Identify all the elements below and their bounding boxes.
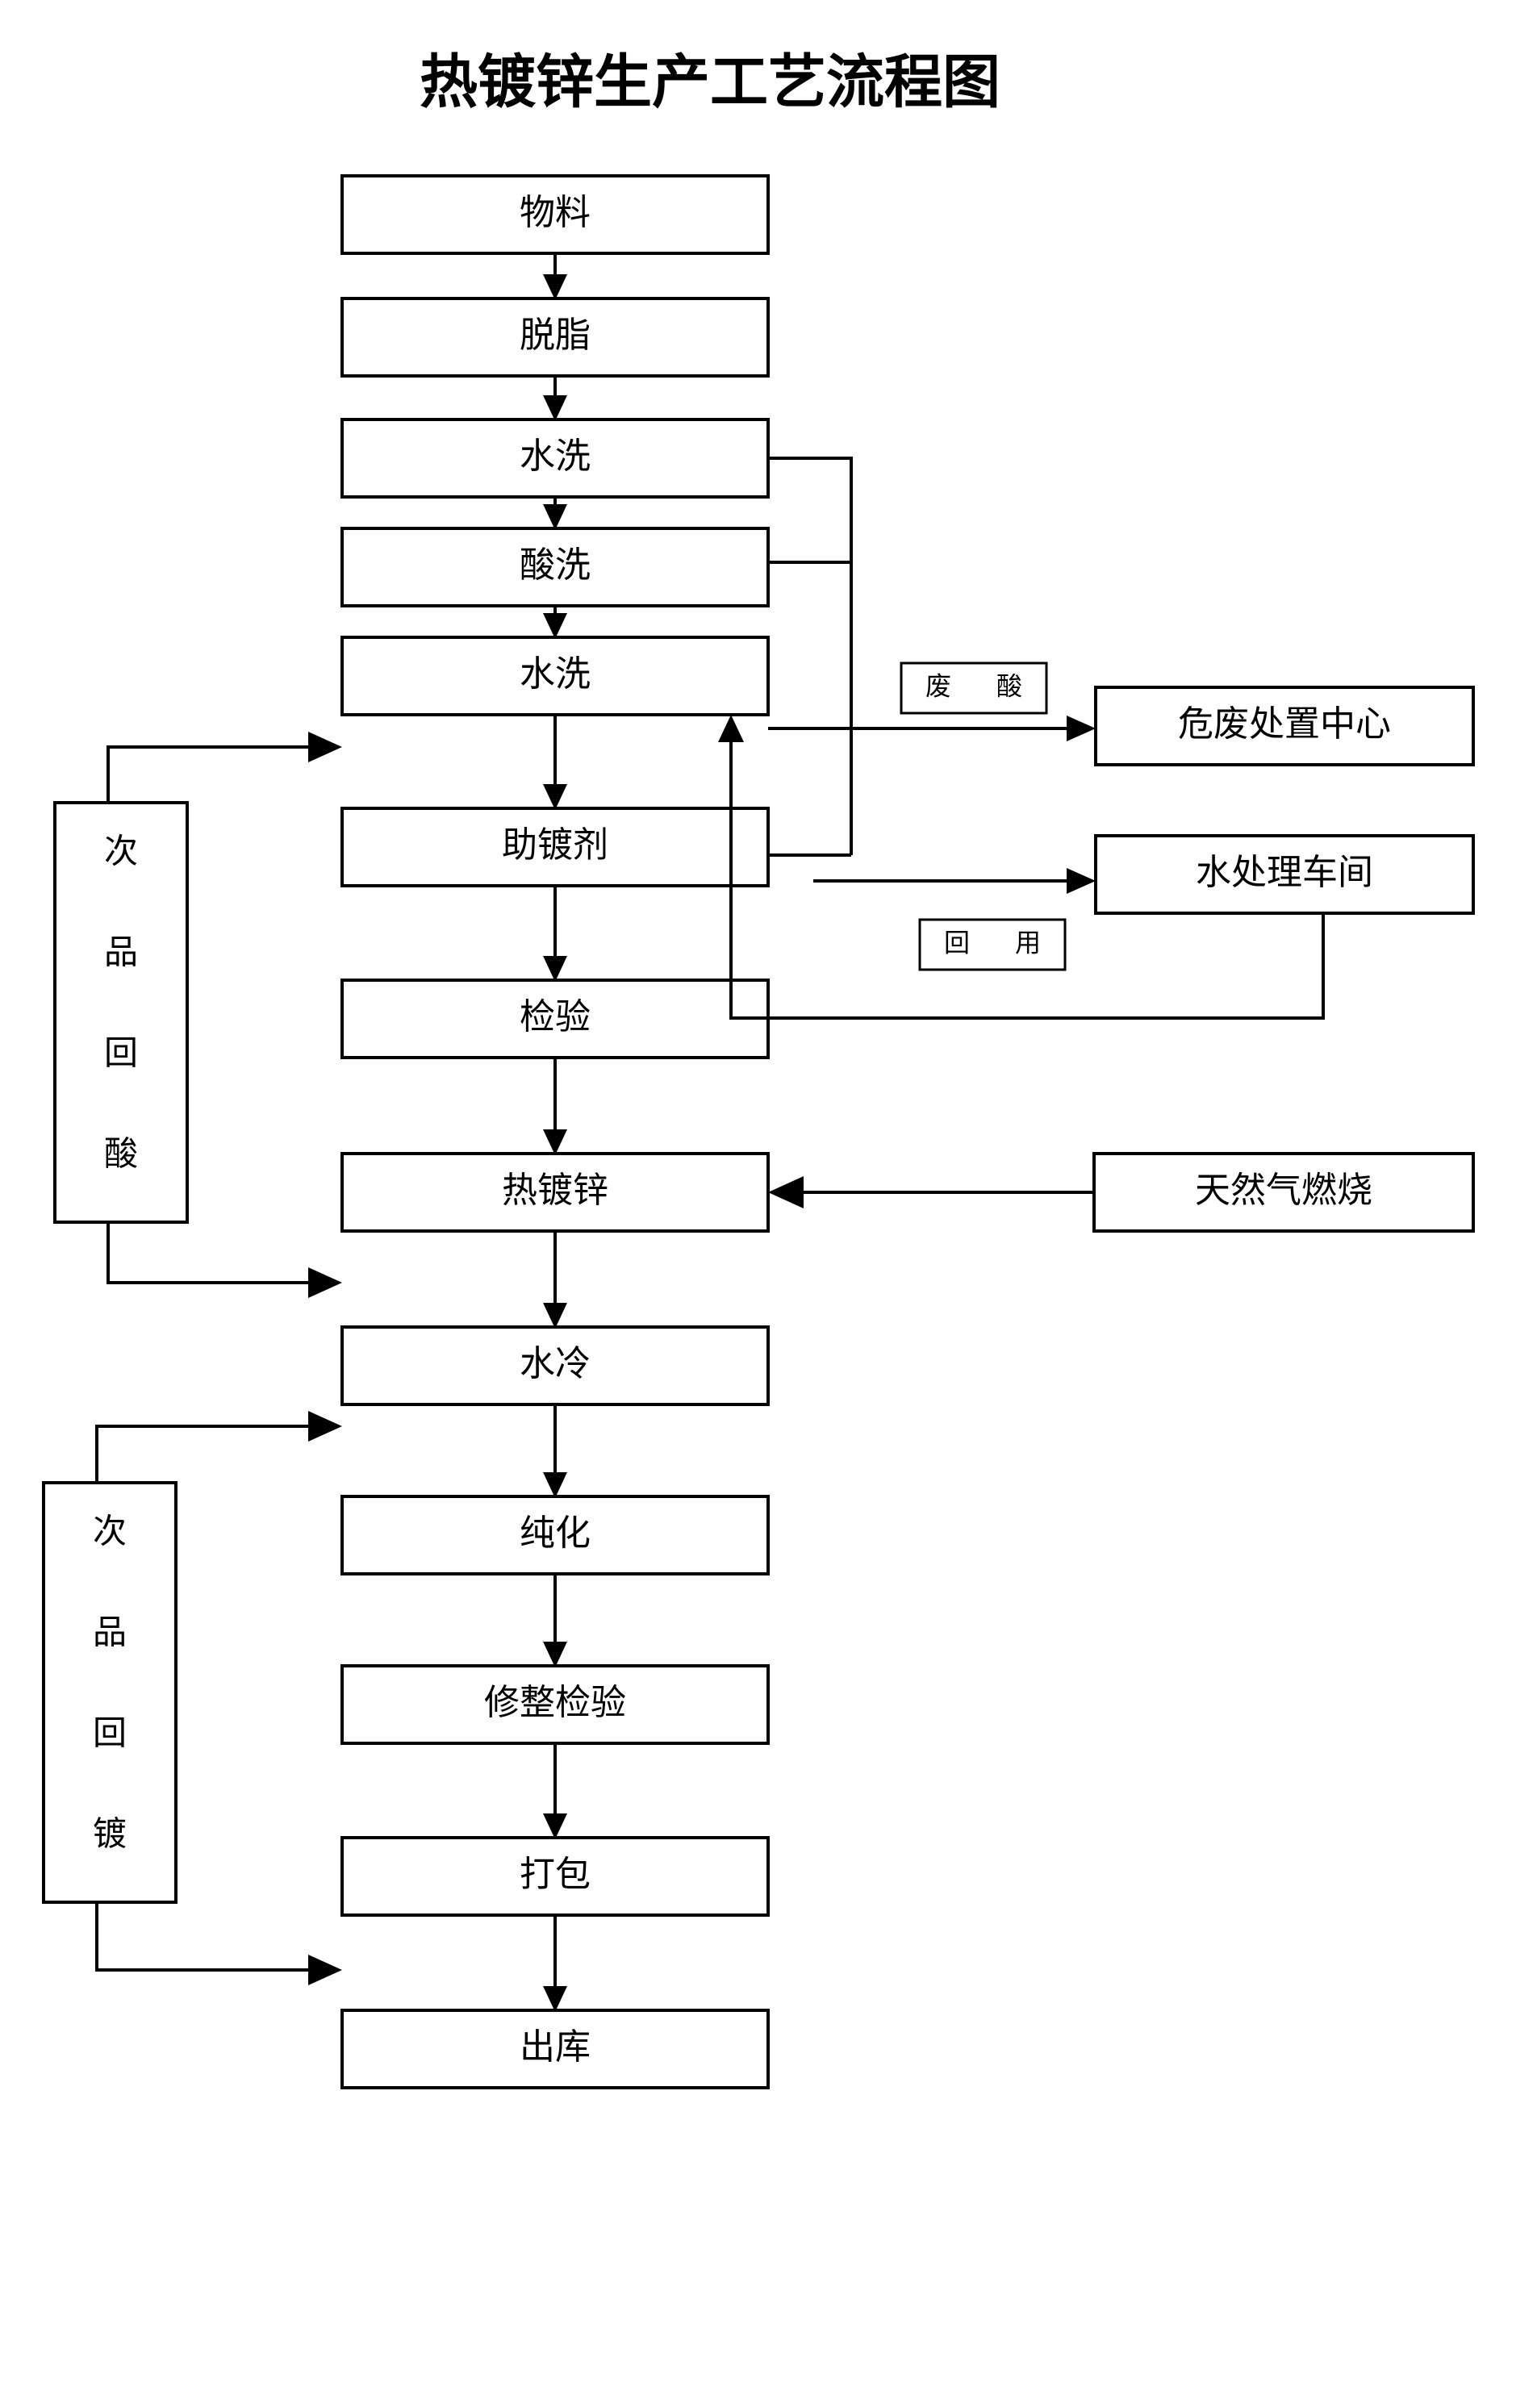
connector-natural-gas-to-galvanize: [768, 1176, 1094, 1208]
arrow-head-icon: [1067, 868, 1096, 894]
connector-water-treatment-return-to-rinse2: [718, 715, 1325, 1020]
node-label-char: 品: [93, 1615, 127, 1652]
node-label-char: 次: [104, 834, 138, 871]
node-label: 天然气燃烧: [1195, 1171, 1372, 1210]
arrow-head-icon: [543, 504, 567, 530]
node-box-hazwaste-center[interactable]: 危废处置中心: [1094, 686, 1475, 766]
node-label-char: 酸: [104, 1137, 138, 1174]
process-box-packing[interactable]: 打包: [340, 1836, 770, 1917]
main-flow-column: 物料 脱脂 水洗 酸洗 水洗 助镀剂: [340, 174, 770, 2089]
node-box-water-treatment[interactable]: 水处理车间: [1094, 834, 1475, 915]
connector-water-cool-passivate: [543, 1404, 567, 1498]
node-label-char: 回: [104, 1036, 138, 1073]
arrow-head-icon: [543, 1986, 567, 2012]
process-box-outbound[interactable]: 出库: [340, 2009, 770, 2089]
connector-rinse1-pickling: [543, 497, 567, 530]
node-label-char: 镀: [93, 1817, 127, 1854]
connector-reject-reacid-to-inspection: [107, 1222, 342, 1298]
process-label: 水洗: [520, 654, 591, 694]
arrow-head-icon: [308, 1411, 342, 1442]
process-box-material[interactable]: 物料: [340, 174, 770, 255]
node-label-char: 次: [93, 1514, 127, 1551]
process-label: 纯化: [520, 1513, 591, 1553]
connector-rinse-bus-to-water-treatment: [813, 868, 1096, 894]
page-title: 热镀锌生产工艺流程图: [420, 51, 1000, 115]
process-box-galvanize[interactable]: 热镀锌: [340, 1152, 770, 1233]
node-label-char: 回: [93, 1716, 127, 1753]
arrow-head-icon: [308, 732, 342, 762]
process-box-trim-inspection[interactable]: 修整检验: [340, 1664, 770, 1745]
process-label: 修整检验: [484, 1683, 626, 1722]
connector-rinse2-flux: [543, 715, 567, 810]
edge-tag-boxes: 废 酸 回 用: [900, 661, 1067, 971]
node-box-reject-reacid[interactable]: 次 品 回 酸: [53, 801, 189, 1224]
arrow-head-icon: [543, 956, 567, 982]
arrow-head-icon: [543, 1813, 567, 1839]
connector-degrease-rinse1: [543, 376, 567, 421]
connector-material-degrease: [543, 253, 567, 300]
arrow-head-icon: [543, 395, 567, 421]
process-label: 酸洗: [520, 545, 591, 585]
tag-label: 回 用: [944, 928, 1050, 957]
arrow-head-icon: [543, 274, 567, 300]
connector-galvanize-water-cool: [543, 1231, 567, 1329]
connector-inspection-galvanize: [543, 1058, 567, 1155]
arrow-head-icon: [543, 1642, 567, 1667]
process-label: 物料: [520, 193, 591, 232]
process-label: 水洗: [520, 436, 591, 476]
tag-box-waste-acid: 废 酸: [900, 661, 1048, 715]
process-box-passivate[interactable]: 纯化: [340, 1495, 770, 1575]
arrow-head-icon: [308, 1267, 342, 1298]
connector-packing-outbound: [543, 1915, 567, 2012]
main-flow-connectors: [543, 253, 567, 2012]
process-label: 热镀锌: [502, 1171, 608, 1210]
rinse-waste-bus-connectors: [768, 457, 1096, 894]
left-side-nodes: 次 品 回 酸 次 品 回 镀: [42, 801, 189, 1904]
connector-flux-inspection: [543, 886, 567, 982]
process-label: 脱脂: [520, 315, 591, 355]
right-side-nodes: 危废处置中心 水处理车间 天然气燃烧: [1092, 686, 1475, 1233]
arrow-head-icon: [543, 1303, 567, 1329]
node-label: 危废处置中心: [1178, 704, 1391, 744]
process-label: 助镀剂: [502, 825, 608, 865]
arrow-head-icon: [718, 715, 744, 742]
process-box-pickling[interactable]: 酸洗: [340, 527, 770, 607]
arrow-head-icon: [543, 1472, 567, 1498]
tag-box-reuse: 回 用: [918, 918, 1067, 971]
connector-reject-replate-to-trim-inspection: [95, 1902, 342, 1985]
connector-passivate-trim-inspection: [543, 1574, 567, 1667]
process-box-inspection[interactable]: 检验: [340, 979, 770, 1059]
node-box-reject-replate[interactable]: 次 品 回 镀: [42, 1481, 178, 1904]
tag-label: 废 酸: [925, 671, 1032, 700]
node-label-char: 品: [104, 935, 138, 972]
connector-pickling-to-hazwaste: [768, 716, 1096, 741]
process-box-rinse2[interactable]: 水洗: [340, 636, 770, 716]
arrow-head-icon: [768, 1176, 804, 1208]
process-box-water-cool[interactable]: 水冷: [340, 1325, 770, 1406]
process-box-flux[interactable]: 助镀剂: [340, 807, 770, 887]
process-label: 出库: [520, 2027, 591, 2067]
process-label: 检验: [520, 997, 591, 1037]
node-label: 水处理车间: [1196, 853, 1373, 892]
arrow-head-icon: [1067, 716, 1096, 741]
process-label: 打包: [520, 1855, 591, 1894]
arrow-head-icon: [543, 784, 567, 810]
arrow-head-icon: [543, 613, 567, 639]
node-box-natural-gas[interactable]: 天然气燃烧: [1092, 1152, 1475, 1233]
arrow-head-icon: [308, 1955, 342, 1985]
connector-reject-reacid-to-pickling: [107, 732, 342, 803]
process-box-rinse1[interactable]: 水洗: [340, 418, 770, 499]
connector-trim-inspection-packing: [543, 1743, 567, 1839]
connector-reject-replate-to-galvanize: [95, 1411, 342, 1483]
process-label: 水冷: [520, 1344, 591, 1383]
process-box-degrease[interactable]: 脱脂: [340, 297, 770, 378]
arrow-head-icon: [543, 1129, 567, 1155]
connector-pickling-rinse2: [543, 606, 567, 639]
